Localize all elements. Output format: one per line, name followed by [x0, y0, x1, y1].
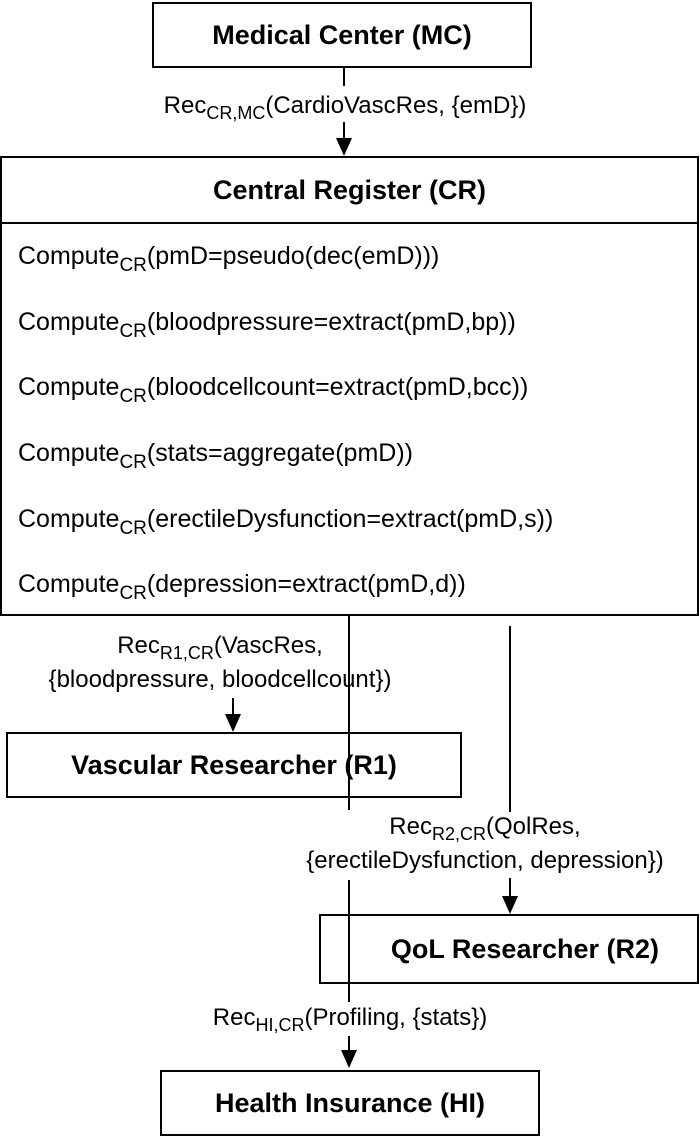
health-insurance-box: Health Insurance (HI) [160, 1070, 540, 1136]
edge-cr-r1-line1: RecR1,CR(VascRes, [0, 632, 440, 663]
edge-cr-r2-args: (QolRes, [486, 813, 581, 840]
compute-fn: Compute [18, 505, 120, 533]
vascular-researcher-title: Vascular Researcher (R1) [71, 749, 397, 780]
edge-cr-r1-arrowhead [225, 714, 241, 732]
edge-label-cr-hi: RecHI,CR(Profiling, {stats}) [100, 1004, 600, 1035]
edge-cr-hi-arrowhead [341, 1050, 357, 1068]
compute-fn: Compute [18, 570, 120, 598]
compute-args: (pmD=pseudo(dec(emD))) [146, 242, 440, 270]
edge-cr-r1-args: (VascRes, [213, 632, 323, 659]
edge-cr-hi-args: (Profiling, {stats}) [304, 1004, 488, 1031]
edge-cr-r1-rec: Rec [117, 632, 160, 659]
central-register-header: Central Register (CR) [2, 158, 697, 224]
health-insurance-title: Health Insurance (HI) [214, 1087, 486, 1118]
compute-sub: CR [119, 321, 147, 342]
edge-cr-r1-line2: {bloodpressure, bloodcellcount}) [48, 666, 392, 693]
compute-args: (bloodpressure=extract(pmD,bp)) [146, 308, 516, 336]
compute-args: (erectileDysfunction=extract(pmD,s)) [146, 505, 554, 533]
edge-label-cr-r2: RecR2,CR(QolRes, {erectileDysfunction, d… [270, 815, 700, 873]
compute-fn: Compute [18, 242, 120, 270]
edge-cr-r2-rec: Rec [389, 813, 432, 840]
compute-row: ComputeCR(pmD=pseudo(dec(emD))) [18, 242, 440, 276]
compute-args: (stats=aggregate(pmD)) [146, 439, 413, 467]
edge-cr-r2-sub: R2,CR [431, 824, 486, 844]
compute-row: ComputeCR(bloodpressure=extract(pmD,bp)) [18, 308, 516, 342]
compute-sub: CR [119, 518, 147, 539]
edge-mc-cr-sub: CR,MC [206, 103, 266, 123]
medical-center-box: Medical Center (MC) [152, 2, 532, 68]
edge-cr-hi-sub: HI,CR [255, 1015, 305, 1035]
compute-sub: CR [119, 452, 147, 473]
compute-row: ComputeCR(bloodcellcount=extract(pmD,bcc… [18, 373, 529, 407]
edge-label-mc-cr: RecCR,MC(CardioVascRes, {emD}) [100, 92, 590, 123]
compute-row: ComputeCR(depression=extract(pmD,d)) [18, 570, 466, 604]
edge-cr-hi-rec: Rec [212, 1004, 256, 1031]
central-register-box: Central Register (CR) ComputeCR(pmD=pseu… [0, 156, 699, 616]
edge-mc-cr-args: (CardioVascRes, {emD}) [265, 92, 527, 119]
compute-fn: Compute [18, 373, 120, 401]
compute-row: ComputeCR(stats=aggregate(pmD)) [18, 439, 413, 473]
medical-center-title: Medical Center (MC) [212, 19, 472, 50]
compute-sub: CR [119, 255, 147, 276]
compute-args: (bloodcellcount=extract(pmD,bcc)) [146, 373, 529, 401]
edge-mc-cr-rec: Rec [163, 92, 207, 119]
compute-sub: CR [119, 386, 147, 407]
edge-mc-cr-arrowhead [336, 138, 352, 156]
edge-cr-r2-arrowhead [502, 896, 518, 914]
compute-fn: Compute [18, 439, 120, 467]
vascular-researcher-box: Vascular Researcher (R1) [6, 732, 462, 798]
compute-row: ComputeCR(erectileDysfunction=extract(pm… [18, 505, 554, 539]
edge-cr-r1-sub: R1,CR [159, 643, 214, 663]
qol-researcher-box: QoL Researcher (R2) [319, 914, 699, 984]
qol-researcher-title: QoL Researcher (R2) [390, 933, 659, 964]
central-register-title: Central Register (CR) [212, 174, 487, 205]
compute-fn: Compute [18, 308, 120, 336]
compute-sub: CR [119, 583, 147, 604]
edge-cr-r2-line2: {erectileDysfunction, depression}) [306, 847, 664, 874]
compute-args: (depression=extract(pmD,d)) [146, 570, 466, 598]
edge-cr-r2-line1: RecR2,CR(QolRes, [270, 813, 700, 844]
edge-label-cr-r1: RecR1,CR(VascRes, {bloodpressure, bloodc… [0, 634, 440, 692]
